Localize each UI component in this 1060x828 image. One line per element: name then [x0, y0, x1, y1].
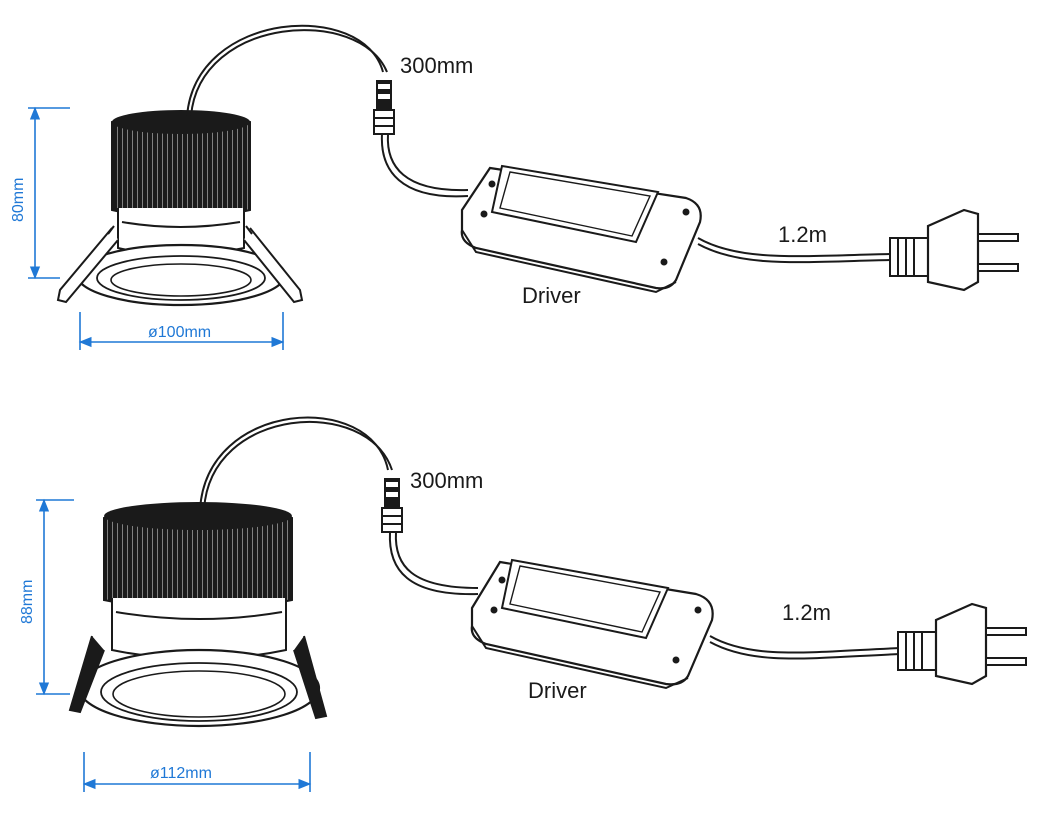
assembly-2: 88mm ø112mm 300mm Driver 1.2m: [19, 416, 1027, 792]
plug-2: [897, 602, 1027, 686]
cord-length-label: 1.2m: [778, 222, 827, 247]
height-dimension-1: 80mm: [10, 106, 70, 280]
height-dimension-2: 88mm: [19, 498, 74, 696]
driver-label: Driver: [528, 678, 587, 703]
diameter-dimension-1: ø100mm: [78, 312, 285, 350]
plug-1: [889, 208, 1019, 292]
assembly-1: 80mm ø100mm 300mm Driver 1.2m: [10, 24, 1019, 350]
cable-length-label: 300mm: [400, 53, 473, 78]
diameter-dim-label: ø112mm: [150, 765, 212, 782]
driver-label: Driver: [522, 283, 581, 308]
connector-2: [381, 478, 403, 533]
driver-1: [460, 164, 702, 294]
downlight-1: [56, 110, 304, 307]
height-dim-label: 88mm: [19, 580, 36, 624]
cable-2: [199, 416, 389, 511]
cable-length-label: 300mm: [410, 468, 483, 493]
downlight-2: [68, 502, 328, 728]
cord-length-label: 1.2m: [782, 600, 831, 625]
connector-1: [373, 80, 395, 135]
height-dim-label: 80mm: [10, 178, 27, 222]
diameter-dimension-2: ø112mm: [82, 752, 312, 792]
diameter-dim-label: ø100mm: [148, 324, 211, 341]
driver-2: [470, 558, 714, 690]
